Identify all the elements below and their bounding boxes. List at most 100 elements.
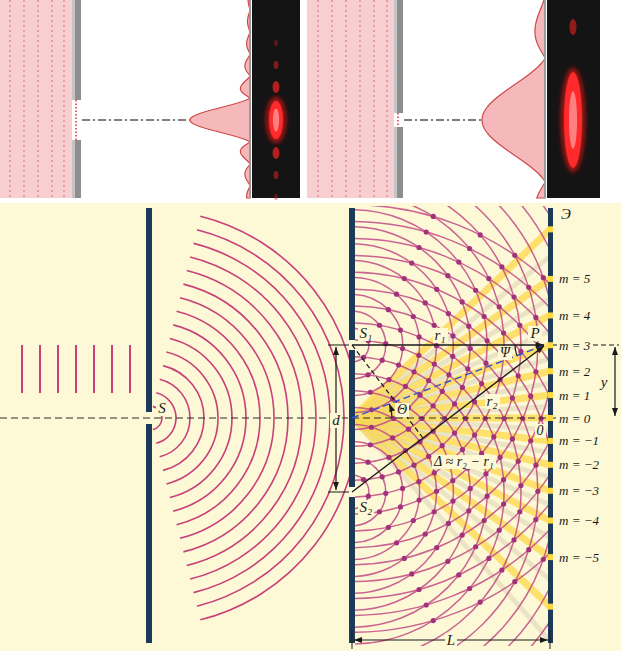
barrier <box>349 208 355 340</box>
side-maximum <box>274 194 278 200</box>
side-maximum <box>570 19 577 35</box>
crest-dot <box>432 362 437 367</box>
plane-waves <box>22 345 130 393</box>
crest-dot <box>456 259 461 264</box>
bright-mark <box>548 312 553 318</box>
crest-dot <box>533 315 538 320</box>
bright-mark <box>548 554 553 560</box>
crest-dot <box>411 314 416 319</box>
crest-dot <box>511 537 516 542</box>
order-label: m = 2 <box>557 365 592 378</box>
source-label: S <box>156 401 168 416</box>
bisector-line <box>352 345 545 418</box>
screen-letter: Э <box>559 207 573 222</box>
wavefront-arc <box>355 206 521 514</box>
crest-dot <box>445 559 450 564</box>
crest-dot <box>528 394 533 399</box>
crest-dot <box>383 491 388 496</box>
crest-dot <box>465 366 470 371</box>
crest-dot <box>526 547 531 552</box>
wavefront-arc <box>355 357 487 627</box>
crest-dot <box>416 479 421 484</box>
crest-dot <box>377 323 382 328</box>
crest-dot <box>452 401 457 406</box>
bright-mark <box>548 488 553 494</box>
central-core <box>569 91 577 149</box>
crest-dot <box>516 373 521 378</box>
crest-dot <box>526 285 531 290</box>
fringes <box>266 40 286 200</box>
crest-dot <box>394 540 399 545</box>
wavefront-arc <box>355 222 548 646</box>
crest-dot <box>377 509 382 514</box>
wavefront-arc <box>160 379 190 457</box>
crest-dot <box>450 478 455 483</box>
crest-dot <box>466 324 471 329</box>
wavefront-arc <box>355 306 538 646</box>
ray-r2 <box>352 346 544 492</box>
barrier <box>146 424 152 643</box>
side-maximum <box>274 61 279 69</box>
wavefronts <box>318 0 387 198</box>
crest-dot <box>533 517 538 522</box>
crest-dot <box>501 330 506 335</box>
bright-mark <box>548 226 553 232</box>
barrier <box>394 0 403 113</box>
crest-dot <box>396 362 401 367</box>
crest-dot <box>432 509 437 514</box>
crest-dot <box>411 518 416 523</box>
geometry-lines <box>328 345 619 649</box>
crest-dot <box>479 381 484 386</box>
crest-dot <box>533 463 538 468</box>
bright-mark <box>548 415 553 421</box>
crest-dot <box>467 246 472 251</box>
wavefront-arc <box>355 374 470 611</box>
crest-dot <box>409 260 414 265</box>
crest-dot <box>400 486 405 491</box>
crest-dot <box>402 556 407 561</box>
crest-dot <box>472 432 477 437</box>
crest-dot <box>431 618 436 623</box>
barrier <box>349 350 355 487</box>
crest-dot <box>406 427 411 432</box>
screen <box>249 0 251 198</box>
crest-dot <box>497 304 502 309</box>
wavefront-arc <box>355 458 386 526</box>
fringe-glow <box>266 97 286 143</box>
crest-dot <box>485 494 490 499</box>
background <box>0 203 621 651</box>
order-label: m = 3 <box>557 339 592 352</box>
side-maximum <box>274 171 279 179</box>
crest-dot <box>417 498 422 503</box>
crest-dot <box>416 245 421 250</box>
crest-dot <box>446 521 451 526</box>
crest-dot <box>434 489 439 494</box>
crest-dot <box>386 455 391 460</box>
crest-dot <box>483 361 488 366</box>
wavefront-arc <box>355 206 548 632</box>
crest-dot <box>450 333 455 338</box>
crest-dot <box>402 276 407 281</box>
crest-dot <box>368 442 373 447</box>
wavefront-arc <box>355 424 420 559</box>
crest-dot <box>386 525 391 530</box>
dimension-y <box>614 347 615 416</box>
wavefront-arc <box>355 255 548 646</box>
crest-dot <box>541 557 546 562</box>
slit-label: S₁ <box>358 326 375 341</box>
crest-dot <box>426 378 431 383</box>
intensity-profile <box>190 0 250 198</box>
distance-label: L <box>445 633 457 648</box>
crest-dot <box>424 602 429 607</box>
crest-dot <box>380 358 385 363</box>
crest-dot <box>510 436 515 441</box>
order-label: m = 4 <box>557 309 592 322</box>
crest-dot <box>369 425 374 430</box>
crest-dot <box>398 328 403 333</box>
intensity-profile <box>482 0 545 198</box>
wavefront-arc <box>355 408 437 577</box>
crest-dot <box>450 498 455 503</box>
central-maximum <box>564 72 582 168</box>
crest-dot <box>528 438 533 443</box>
wavefront-arc <box>355 206 538 531</box>
